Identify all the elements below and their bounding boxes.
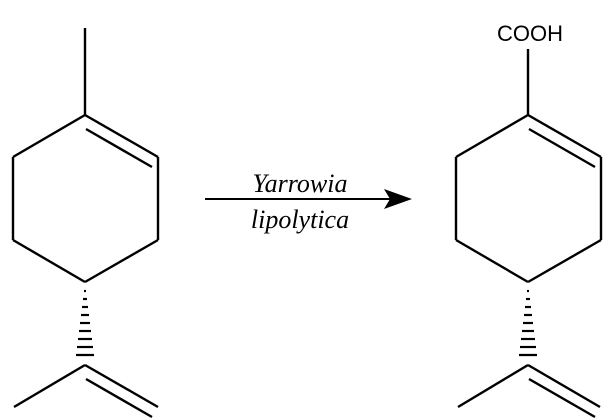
ring-bond-c6-c1 bbox=[455, 113, 529, 159]
isopropenyl-double-bond bbox=[527, 363, 601, 409]
ring-bond-c1-c2 bbox=[84, 113, 159, 159]
isopropenyl-methyl-bond bbox=[13, 363, 86, 409]
reagent-line-2: lipolytica bbox=[251, 205, 349, 234]
isopropenyl-methyl-bond bbox=[457, 363, 529, 409]
reaction-arrow-group: Yarrowia lipolytica bbox=[205, 169, 412, 234]
ring-double-bond-inner bbox=[85, 127, 153, 169]
reagent-line-1: Yarrowia bbox=[253, 169, 348, 198]
isopropenyl-double-bond-inner bbox=[528, 377, 596, 419]
ring-bond-c6-c1 bbox=[12, 113, 86, 159]
reactant-limonene bbox=[11, 28, 160, 419]
hashed-wedge-bond bbox=[519, 289, 537, 357]
isopropenyl-double-bond bbox=[84, 363, 159, 409]
ring-double-bond-inner bbox=[528, 127, 596, 169]
ring-bond-c1-c2 bbox=[527, 113, 602, 159]
product-perillic-acid: COOH bbox=[454, 21, 603, 419]
carboxyl-group-label: COOH bbox=[497, 21, 563, 46]
isopropenyl-double-bond-inner bbox=[85, 377, 153, 419]
arrow-head-icon bbox=[384, 189, 412, 209]
hashed-wedge-bond bbox=[76, 289, 94, 357]
ring-bond-c4-c5 bbox=[12, 238, 86, 284]
ring-bond-c3-c4 bbox=[84, 238, 159, 284]
ring-bond-c4-c5 bbox=[455, 238, 529, 284]
ring-bond-c3-c4 bbox=[527, 238, 602, 284]
